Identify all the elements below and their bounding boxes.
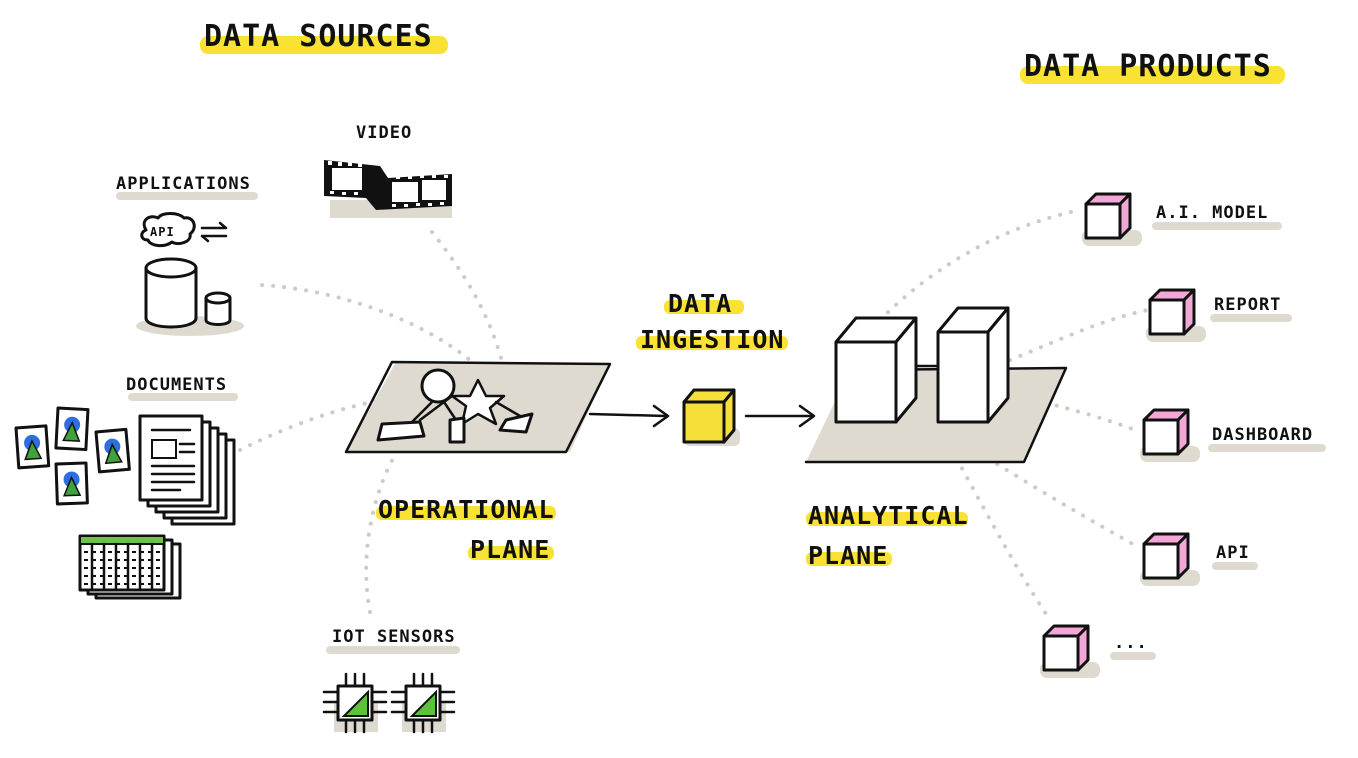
label-analytical: ANALYTICAL [808,501,969,530]
highlight-plane-an [806,552,892,566]
connector-api [958,438,1142,550]
highlight-analytical [806,512,968,526]
highlight-data-sources [200,36,448,54]
analytical-plane-graphic [804,306,1068,464]
connector-more [928,408,1052,622]
highlight-data [664,300,744,314]
product-cube-icon [1140,532,1200,586]
product-cube-icon [1040,624,1100,678]
connector-iot [364,453,397,614]
ingestion-cube-icon [682,388,740,446]
highlight-ingestion [636,336,788,350]
product-label: DASHBOARD [1212,425,1313,445]
chip-sensor-icon [322,672,456,734]
label-analytical-plane: PLANE [808,541,888,570]
product-list: A.I. MODEL REPORT DASHBOARD API... [1040,192,1326,678]
spreadsheet-icon [78,534,182,600]
label-operational-plane: PLANE [470,535,550,564]
highlight-data-products [1020,66,1285,84]
warehouse-block-1 [834,316,918,428]
product-cube-icon [1082,192,1142,246]
warehouse-block-2 [936,306,1010,424]
label-data: DATA [668,289,732,318]
highlight-plane-op [468,546,554,560]
image-files-icon [14,406,131,506]
product-cube-icon [1146,288,1206,342]
paper-stack-icon [138,414,236,526]
arrow-op-to-ingestion [588,404,670,428]
api-cloud-icon: API [140,212,228,248]
database-icon [136,257,244,336]
arrow-ingestion-to-analytical [744,404,816,428]
label-video: VIDEO [356,123,412,143]
operational-plane-graphic [344,360,612,454]
connector-video [430,230,512,402]
label-ingestion: INGESTION [640,325,784,354]
api-badge-label: API [150,225,175,239]
heading-data-products: DATA PRODUCTS [1024,49,1272,84]
label-documents: DOCUMENTS [126,375,227,395]
product-label: API [1216,543,1250,563]
film-strip-icon [324,160,452,218]
label-applications: APPLICATIONS [116,174,251,194]
heading-data-sources: DATA SOURCES [204,19,433,54]
highlight-operational [376,506,556,520]
product-label: A.I. MODEL [1156,203,1268,223]
product-cube-icon [1140,408,1200,462]
connector-ai-model [878,208,1082,322]
label-highlights [200,36,1285,566]
product-label: REPORT [1214,295,1281,315]
label-operational: OPERATIONAL [378,495,555,524]
label-iot-sensors: IOT SENSORS [332,627,456,647]
connector-applications [260,283,472,362]
product-label: ... [1114,633,1148,653]
connector-report [1008,308,1150,362]
